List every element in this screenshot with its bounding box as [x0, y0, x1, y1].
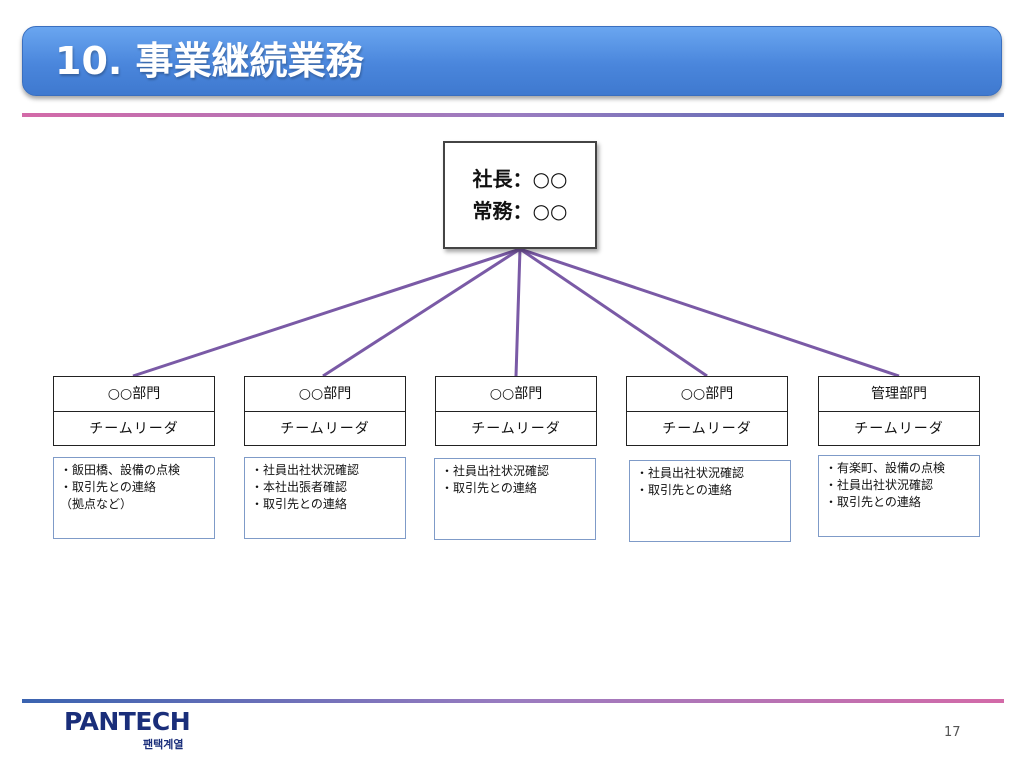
- president-line: 社長：○○: [472, 167, 568, 191]
- task-item: ・有楽町、設備の点検: [825, 461, 946, 475]
- department-name: ○○部門: [245, 377, 405, 412]
- logo-wordmark: PANTECH: [64, 707, 191, 736]
- task-item: ・取引先との連絡: [60, 480, 156, 494]
- connector-line-3: [514, 248, 522, 377]
- task-box-1: ・飯田橋、設備の点検 ・取引先との連絡 （拠点など）: [53, 457, 215, 539]
- connector-line-5: [519, 247, 900, 378]
- managing-director-line: 常務：○○: [472, 199, 568, 223]
- task-item: ・取引先との連絡: [825, 495, 921, 509]
- connector-line-2: [322, 247, 521, 378]
- bottom-divider: [22, 699, 1004, 703]
- department-box-4: ○○部門 チームリーダ: [626, 376, 788, 446]
- task-box-2: ・社員出社状況確認 ・本社出張者確認 ・取引先との連絡: [244, 457, 406, 539]
- department-name: ○○部門: [54, 377, 214, 412]
- connector-line-4: [519, 247, 708, 378]
- task-box-4: ・社員出社状況確認 ・取引先との連絡: [629, 460, 791, 542]
- president-box: 社長：○○ 常務：○○: [443, 141, 597, 249]
- task-item: ・社員出社状況確認: [441, 464, 550, 478]
- pantech-logo: PANTECH 팬택계열: [64, 707, 204, 757]
- task-box-3: ・社員出社状況確認 ・取引先との連絡: [434, 458, 596, 540]
- department-box-2: ○○部門 チームリーダ: [244, 376, 406, 446]
- task-item: ・本社出張者確認: [251, 480, 348, 494]
- team-leader-label: チームリーダ: [471, 421, 561, 437]
- team-leader-label: チームリーダ: [89, 421, 179, 437]
- task-item: ・社員出社状況確認: [636, 466, 745, 480]
- department-name: 管理部門: [819, 377, 979, 412]
- department-name: ○○部門: [627, 377, 787, 412]
- department-box-3: ○○部門 チームリーダ: [435, 376, 597, 446]
- department-box-5: 管理部門 チームリーダ: [818, 376, 980, 446]
- top-divider: [22, 113, 1004, 117]
- page-number: 17: [944, 725, 961, 740]
- task-item: ・取引先との連絡: [636, 483, 732, 497]
- team-leader-label: チームリーダ: [854, 421, 944, 437]
- department-box-1: ○○部門 チームリーダ: [53, 376, 215, 446]
- task-item: ・取引先との連絡: [441, 481, 537, 495]
- task-box-5: ・有楽町、設備の点検 ・社員出社状況確認 ・取引先との連絡: [818, 455, 980, 537]
- task-item: ・飯田橋、設備の点検: [60, 463, 181, 477]
- team-leader-label: チームリーダ: [280, 421, 370, 437]
- task-item: ・社員出社状況確認: [251, 463, 360, 477]
- task-item: ・取引先との連絡: [251, 497, 347, 511]
- slide-title: 10. 事業継続業務: [55, 39, 364, 83]
- title-bar: 10. 事業継続業務: [22, 26, 1002, 96]
- connector-line-1: [132, 247, 521, 378]
- team-leader-label: チームリーダ: [662, 421, 752, 437]
- logo-subtext: 팬택계열: [143, 738, 184, 751]
- department-name: ○○部門: [436, 377, 596, 412]
- task-item: ・社員出社状況確認: [825, 478, 934, 492]
- task-item: （拠点など）: [60, 497, 133, 511]
